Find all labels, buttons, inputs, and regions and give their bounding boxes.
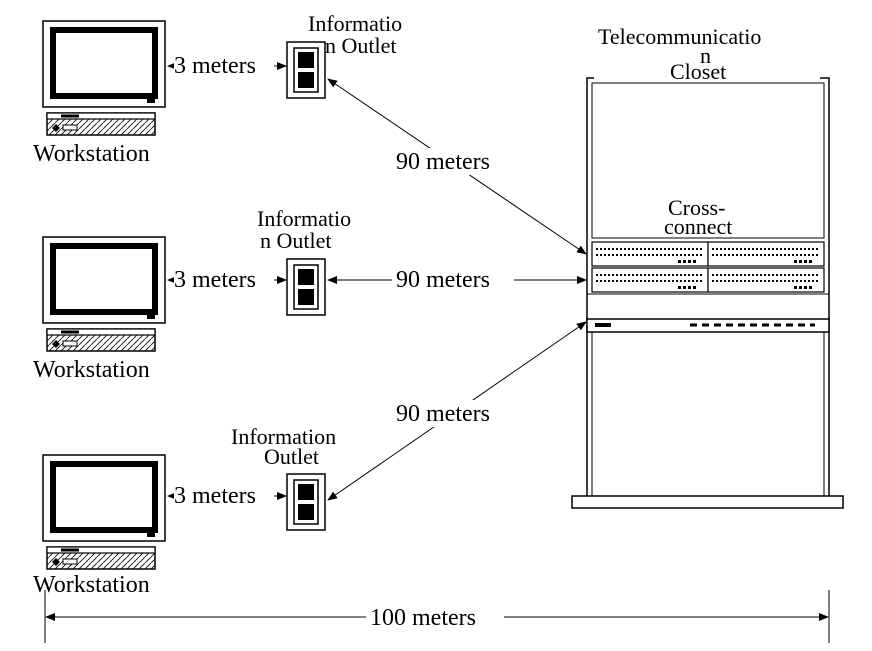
outlet-2-label-line2: n Outlet [260, 228, 332, 253]
outlet-2-icon [286, 258, 326, 316]
patch-panel-4 [707, 267, 825, 293]
outlet-3-label-line2: Outlet [264, 444, 319, 469]
outlet-1: Informatio n Outlet [286, 11, 402, 99]
outlet-3: Information Outlet [231, 424, 336, 531]
workstation-2-distance-label: 3 meters [174, 267, 256, 293]
workstation-3-distance-label: 3 meters [174, 483, 256, 509]
workstation-2-label: Workstation [33, 357, 150, 383]
closet-lower-bay [591, 331, 825, 497]
outlet-3-label-line1: Information [231, 424, 336, 449]
workstation-1-computer-icon [43, 21, 165, 135]
outlet-1-label-line1: Informatio [308, 11, 402, 36]
outlet-3-icon [286, 473, 326, 531]
closet-title-line3: Closet [670, 59, 726, 84]
crossconnect-label-line2: connect [664, 214, 732, 239]
link-3-label-bg [392, 400, 514, 427]
closet-upper-bay [591, 82, 825, 239]
network-device [586, 318, 830, 333]
telecom-closet: Telecommunicatio n Closet Cross- connect [571, 24, 844, 509]
dimension-label-bg [366, 603, 504, 631]
workstation-3-label: Workstation [33, 572, 150, 598]
closet-title-bg [594, 30, 820, 80]
outlet-1-label-line2: n Outlet [325, 33, 397, 58]
workstation-2-computer-icon [43, 237, 165, 351]
patch-panel-3 [591, 267, 709, 293]
closet-base [571, 495, 844, 509]
workstation-2-distance-bg [174, 266, 274, 292]
workstation-1-distance-label: 3 meters [174, 53, 256, 79]
workstation-3-computer-icon [43, 455, 165, 569]
workstation-1-label: Workstation [33, 141, 150, 167]
outlet-1-icon [286, 41, 326, 99]
workstation-3-distance-bg [174, 482, 274, 508]
closet-title-line1: Telecommunicatio [598, 24, 761, 49]
link-2-distance-label: 90 meters [396, 267, 490, 293]
patch-panel-1 [591, 241, 709, 267]
workstation-1-distance-bg [174, 52, 274, 78]
workstation-3: Workstation [33, 455, 165, 598]
workstation-1: Workstation [33, 21, 165, 167]
network-device-led [595, 323, 611, 327]
closet-title-line2: n [700, 43, 711, 68]
link-1-distance-label: 90 meters [396, 149, 490, 175]
link-2-label-bg [392, 266, 514, 293]
crossconnect-label-line1: Cross- [668, 195, 725, 220]
workstation-2: Workstation [33, 237, 165, 383]
total-distance-label: 100 meters [370, 605, 476, 631]
link-1-label-bg [392, 148, 514, 175]
outlet-2: Informatio n Outlet [257, 206, 351, 316]
total-distance-dimension: 100 meters [44, 590, 830, 643]
patch-panel-2 [707, 241, 825, 267]
link-3-distance-label: 90 meters [396, 401, 490, 427]
